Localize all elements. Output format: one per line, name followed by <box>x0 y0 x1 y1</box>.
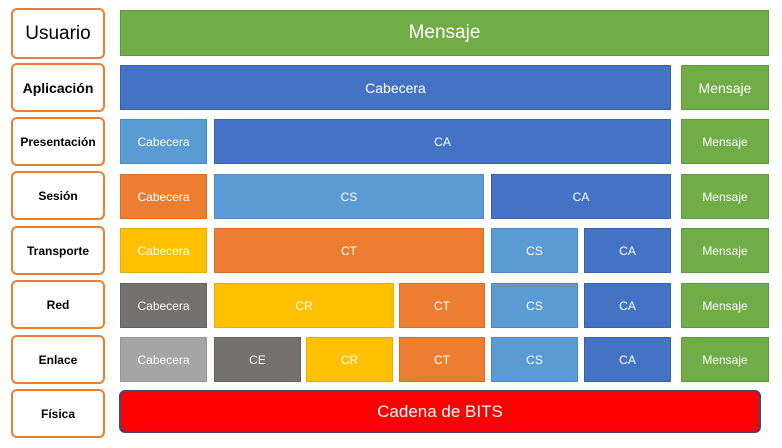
enlace-cr-block: CR <box>306 337 393 382</box>
enlace-cs-block: CS <box>491 337 578 382</box>
red-ct-block: CT <box>399 283 485 328</box>
layer-label-transporte: Transporte <box>11 226 105 275</box>
sesion-cs-block: CS <box>214 174 484 219</box>
red-cabecera-block: Cabecera <box>120 283 207 328</box>
layer-label-usuario: Usuario <box>11 8 105 59</box>
layer-label-fisica: Física <box>11 389 105 438</box>
layer-label-sesion: Sesión <box>11 171 105 220</box>
enlace-ca-block: CA <box>584 337 671 382</box>
red-ca-block: CA <box>584 283 671 328</box>
red-cr-block: CR <box>214 283 394 328</box>
enlace-cabecera-block: Cabecera <box>120 337 207 382</box>
enlace-mensaje-block: Mensaje <box>681 337 769 382</box>
enlace-ct-block: CT <box>399 337 485 382</box>
layer-label-aplicacion: Aplicación <box>11 63 105 112</box>
sesion-mensaje-block: Mensaje <box>681 174 769 219</box>
enlace-ce-block: CE <box>214 337 301 382</box>
usuario-mensaje-block: Mensaje <box>120 10 769 56</box>
fisica-bits-block: Cadena de BITS <box>119 390 761 433</box>
transporte-cs-block: CS <box>491 228 578 273</box>
transporte-ct-block: CT <box>214 228 484 273</box>
layer-label-enlace: Enlace <box>11 335 105 384</box>
presentacion-ca-block: CA <box>214 119 671 164</box>
transporte-cabecera-block: Cabecera <box>120 228 207 273</box>
red-mensaje-block: Mensaje <box>681 283 769 328</box>
transporte-mensaje-block: Mensaje <box>681 228 769 273</box>
aplicacion-cabecera-block: Cabecera <box>120 65 671 110</box>
layer-label-presentacion: Presentación <box>11 117 105 166</box>
aplicacion-mensaje-block: Mensaje <box>681 65 769 110</box>
sesion-cabecera-block: Cabecera <box>120 174 207 219</box>
presentacion-mensaje-block: Mensaje <box>681 119 769 164</box>
transporte-ca-block: CA <box>584 228 671 273</box>
sesion-ca-block: CA <box>491 174 671 219</box>
layer-label-red: Red <box>11 280 105 329</box>
red-cs-block: CS <box>491 283 578 328</box>
presentacion-cabecera-block: Cabecera <box>120 119 207 164</box>
